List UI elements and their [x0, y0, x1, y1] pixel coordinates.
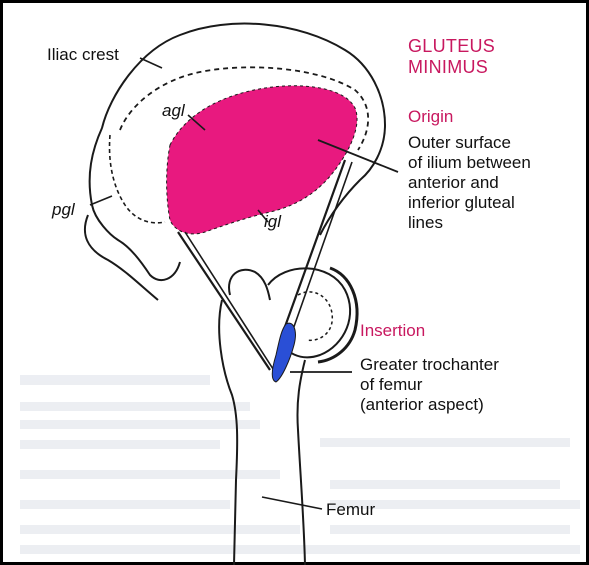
- origin-line-3: anterior and: [408, 173, 499, 193]
- muscle-title: GLUTEUS MINIMUS: [408, 36, 495, 78]
- insertion-area: [272, 323, 295, 382]
- pgl-label: pgl: [52, 200, 75, 220]
- insertion-line-3: (anterior aspect): [360, 395, 484, 415]
- muscle-line-left-2: [185, 232, 275, 372]
- femur-shaft-right: [297, 360, 305, 565]
- insertion-line-1: Greater trochanter: [360, 355, 499, 375]
- pgl-leader: [90, 196, 112, 205]
- muscle-title-line1: GLUTEUS: [408, 36, 495, 57]
- origin-line-1: Outer surface: [408, 133, 511, 153]
- greater-trochanter: [229, 270, 270, 300]
- origin-area: [167, 86, 357, 234]
- insertion-heading: Insertion: [360, 321, 425, 341]
- femur-leader: [262, 497, 322, 509]
- origin-line-5: lines: [408, 213, 443, 233]
- igl-label: igl: [264, 212, 281, 232]
- origin-heading: Origin: [408, 107, 453, 127]
- origin-line-2: of ilium between: [408, 153, 531, 173]
- muscle-line-left: [178, 232, 270, 370]
- origin-line-4: inferior gluteal: [408, 193, 515, 213]
- muscle-title-line2: MINIMUS: [408, 57, 495, 78]
- acetabulum-rim: [318, 268, 357, 362]
- ilium-wing-edge: [85, 215, 158, 300]
- femur-label: Femur: [326, 500, 375, 520]
- iliac-crest-leader: [140, 58, 162, 68]
- insertion-line-2: of femur: [360, 375, 422, 395]
- iliac-crest-label: Iliac crest: [47, 45, 119, 65]
- agl-label: agl: [162, 101, 185, 121]
- outer-dashed-line: [110, 135, 165, 223]
